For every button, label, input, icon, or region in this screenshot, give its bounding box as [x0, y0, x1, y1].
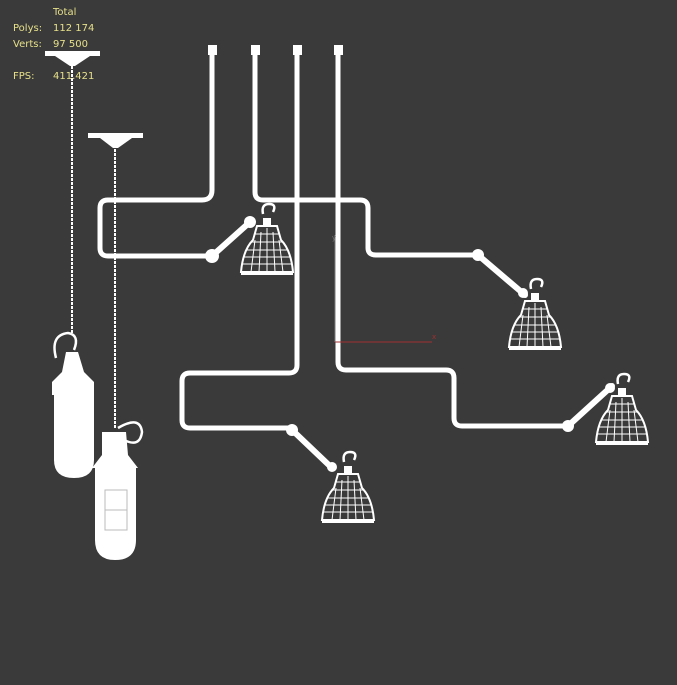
fps-label: FPS: [13, 71, 35, 82]
axis-gizmo: y x [332, 234, 436, 343]
pendant-lamp-2 [88, 133, 144, 560]
pendant-lamp-1 [45, 51, 100, 478]
polys-value: 112 174 [53, 23, 95, 34]
verts-value: 97 500 [53, 39, 88, 50]
polys-label: Polys: [13, 23, 43, 34]
pipe-lamp-1 [97, 47, 215, 259]
fps-value: 411.421 [53, 71, 95, 82]
shade-lamp-1 [239, 202, 295, 277]
gizmo-x-label: x [432, 333, 436, 341]
pipe-lamp-4 [335, 47, 571, 429]
pipe-lamp-2 [252, 47, 481, 258]
shade-lamp-4 [594, 372, 650, 447]
pipe-lamp-3 [179, 47, 300, 431]
stats-header: Total [53, 7, 77, 18]
gizmo-y-label: y [332, 234, 336, 242]
verts-label: Verts: [13, 39, 42, 50]
viewport-statistics: Total Polys: 112 174 Verts: 97 500 FPS: 411… [13, 5, 94, 85]
